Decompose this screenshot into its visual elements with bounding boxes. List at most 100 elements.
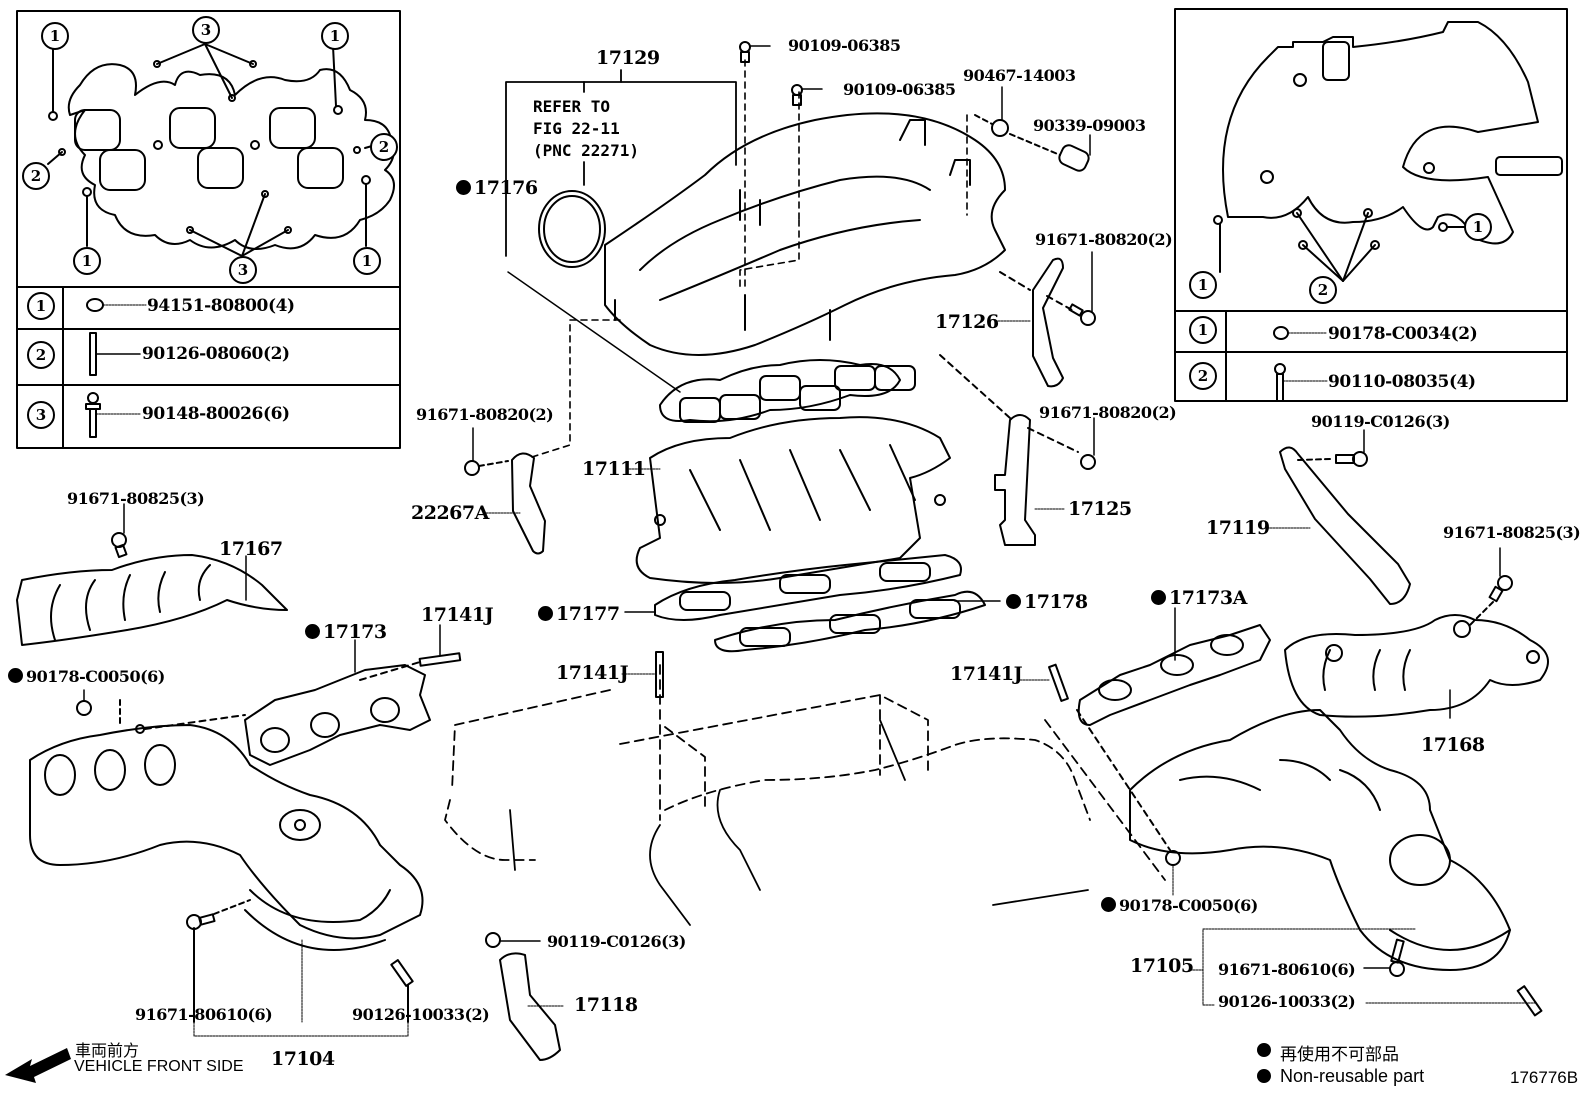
- intake-manifold-bottom-view: [1213, 21, 1563, 282]
- lower-intake-manifold-17111: [625, 416, 951, 584]
- part-90119-C0126-label[interactable]: 90119-C0126(3): [547, 932, 686, 951]
- callout-2: 2: [370, 133, 398, 161]
- part-17126-label[interactable]: 17126: [935, 311, 999, 333]
- stud-90126-right-icon: [1516, 985, 1543, 1017]
- callout-2: 2: [22, 162, 50, 190]
- callout-1: 1: [321, 22, 349, 50]
- non-reusable-dot-icon: [456, 180, 471, 195]
- part-17173A-label[interactable]: 17173A: [1151, 588, 1247, 608]
- legend-key-3: 3: [27, 401, 55, 429]
- hose-clamp-icon: [974, 86, 1061, 156]
- part-17105-label[interactable]: 17105: [1130, 955, 1194, 977]
- part-90109-label[interactable]: 90109-06385: [843, 80, 956, 99]
- part-17167-label[interactable]: 17167: [219, 538, 283, 560]
- nut-90178-right-icon: [1165, 850, 1181, 897]
- part-17119-label[interactable]: 17119: [1206, 517, 1270, 539]
- part-17141J-label[interactable]: 17141J: [556, 662, 629, 684]
- group-bracket-17104: [193, 1021, 409, 1037]
- bolt-90109-b-icon: [791, 84, 823, 106]
- part-91671-80825-label[interactable]: 91671-80825(3): [1443, 523, 1581, 542]
- part-91671-80820-label[interactable]: 91671-80820(2): [1035, 230, 1173, 249]
- non-reusable-dot-icon: [1006, 594, 1021, 609]
- legend-key-1: 1: [27, 292, 55, 320]
- part-90109-label[interactable]: 90109-06385: [788, 36, 901, 55]
- part-17141J-label[interactable]: 17141J: [950, 663, 1023, 685]
- callout-1: 1: [1464, 213, 1492, 241]
- part-90467-label[interactable]: 90467-14003: [963, 66, 1076, 85]
- exhaust-manifold-left-17104: [29, 724, 424, 1023]
- part-17129-label[interactable]: 17129: [596, 47, 660, 69]
- legend-key-1: 1: [1189, 316, 1217, 344]
- part-17118-label[interactable]: 17118: [574, 994, 638, 1016]
- part-number[interactable]: 90178-C0034(2): [1328, 324, 1478, 344]
- upper-gasket: [659, 359, 916, 423]
- part-17178-label[interactable]: 17178: [1006, 592, 1088, 612]
- intake-plenum-17129-drawing: [604, 59, 1006, 356]
- legend-non-reusable-jp: 再使用不可部品: [1280, 1045, 1399, 1064]
- vehicle-front-jp: 車両前方: [75, 1043, 140, 1060]
- part-number[interactable]: 90126-08060(2): [142, 344, 290, 364]
- gasket-17173A-right: [1077, 607, 1271, 726]
- refer-text-line1: REFER TO: [533, 97, 611, 116]
- stud-17141J-right-icon: [1019, 663, 1069, 702]
- heat-insulator-17167: [16, 554, 288, 646]
- part-90119-C0126-label[interactable]: 90119-C0126(3): [1311, 412, 1450, 431]
- part-90126-10033-label[interactable]: 90126-10033(2): [1218, 992, 1356, 1011]
- part-91671-80610-label[interactable]: 91671-80610(6): [135, 1005, 273, 1024]
- vehicle-front-en: VEHICLE FRONT SIDE: [74, 1058, 244, 1075]
- bolt-90109-a-icon: [739, 41, 771, 63]
- right-inset-box: [1174, 8, 1568, 402]
- part-17141J-label[interactable]: 17141J: [421, 604, 494, 626]
- legend-dot-en-icon: [1257, 1069, 1271, 1083]
- part-91671-80825-label[interactable]: 91671-80825(3): [67, 489, 205, 508]
- bolt-91671-80610-left-icon: [186, 899, 251, 1023]
- bracket-17118: [485, 932, 565, 1061]
- part-17177-label[interactable]: 17177: [538, 604, 620, 624]
- part-number[interactable]: 90148-80026(6): [142, 404, 290, 424]
- part-90178-C0050-label[interactable]: 90178-C0050(6): [8, 667, 165, 687]
- throttle-gasket-17176: [538, 190, 606, 268]
- non-reusable-dot-icon: [305, 624, 320, 639]
- part-91671-80820-label[interactable]: 91671-80820(2): [1039, 403, 1177, 422]
- engine-block-outline: [444, 664, 1166, 881]
- gasket-17177: [624, 554, 962, 621]
- part-number[interactable]: 94151-80800(4): [147, 296, 295, 316]
- part-number[interactable]: 90110-08035(4): [1328, 372, 1476, 392]
- bolt-91671-80825-right-icon: [1469, 547, 1513, 626]
- part-90126-10033-label[interactable]: 90126-10033(2): [352, 1005, 490, 1024]
- callout-1: 1: [353, 247, 381, 275]
- callout-1: 1: [1189, 271, 1217, 299]
- non-reusable-dot-icon: [1151, 590, 1166, 605]
- bolt-91671-80825-left-icon: [111, 503, 128, 559]
- part-90178-C0050-label[interactable]: 90178-C0050(6): [1101, 896, 1258, 916]
- figure-id: 176776B: [1510, 1068, 1579, 1087]
- part-17176-label[interactable]: 17176: [456, 178, 538, 198]
- part-17104-label[interactable]: 17104: [271, 1048, 335, 1070]
- refer-text-line2: FIG 22-11: [533, 119, 620, 138]
- part-17125-label[interactable]: 17125: [1068, 498, 1132, 520]
- legend-non-reusable-en: Non-reusable part: [1280, 1066, 1425, 1086]
- non-reusable-dot-icon: [1101, 897, 1116, 912]
- part-91671-80610-label[interactable]: 91671-80610(6): [1218, 960, 1356, 979]
- nut-icon: [86, 298, 147, 312]
- bracket-17119: [1266, 429, 1411, 605]
- stud-90126-left-icon: [390, 959, 414, 1023]
- bracket-17125: [939, 354, 1096, 546]
- gasket-drawing: [47, 43, 395, 257]
- refer-text-line3: (PNC 22271): [533, 141, 639, 160]
- part-17168-label[interactable]: 17168: [1421, 734, 1485, 756]
- part-17111-label[interactable]: 17111: [582, 458, 646, 480]
- refer-bracket: [505, 69, 737, 257]
- nut-90178-left-icon: [76, 689, 92, 716]
- part-90339-label[interactable]: 90339-09003: [1033, 116, 1146, 135]
- vehicle-front-arrow-icon: [5, 1048, 71, 1083]
- exhaust-manifold-right-17105: [1129, 709, 1511, 971]
- part-91671-80820-label[interactable]: 91671-80820(2): [416, 405, 554, 424]
- part-17173-label[interactable]: 17173: [305, 622, 387, 642]
- bolt-91671-80610-right-icon: [1389, 938, 1405, 977]
- part-22267A-label[interactable]: 22267A: [411, 502, 489, 524]
- engine-block-lines: [509, 719, 1089, 926]
- callout-1: 1: [73, 247, 101, 275]
